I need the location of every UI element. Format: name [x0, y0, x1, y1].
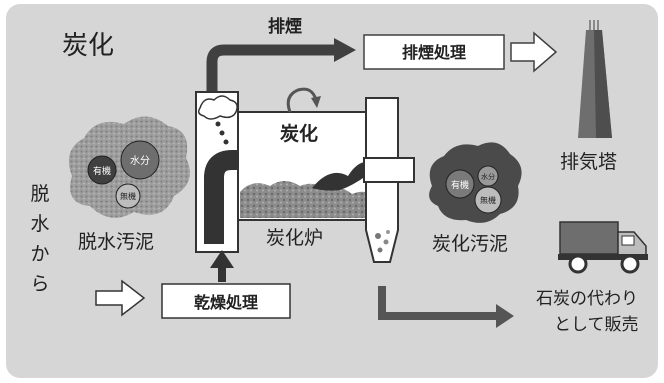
organic-circle-out [445, 169, 475, 199]
vapor-dot [215, 121, 221, 127]
dewatered-sludge-label: 脱水汚泥 [78, 231, 154, 253]
dewatered-from-label: 脱水から [30, 183, 49, 295]
coal-substitute-line2: として販売 [554, 315, 639, 335]
exhaust-treatment-box [363, 34, 505, 70]
falling-char-particles [375, 230, 390, 253]
diagram-title: 炭化 [62, 31, 114, 61]
chimney-icon [578, 20, 612, 138]
recirculation-arrowhead [311, 96, 321, 108]
input-arrow [95, 279, 146, 317]
output-arrow [378, 286, 498, 320]
sludge-bed [240, 181, 380, 218]
inorganic-circle-out [474, 186, 502, 214]
chimney-label: 排気塔 [560, 151, 617, 173]
inorganic-label-out: 無機 [480, 195, 496, 205]
water-label-out: 水分 [481, 172, 495, 181]
vapor-dot [219, 130, 225, 136]
drying-process-box [161, 283, 291, 319]
organic-label: 有機 [93, 165, 111, 177]
exhaust-smoke-label: 排煙 [268, 16, 302, 37]
to-chimney-arrow [510, 31, 558, 73]
recirculation-arrow-icon [286, 87, 318, 113]
outlet-port [363, 157, 415, 183]
vapor-dot [223, 139, 229, 145]
exhaust-flow-arrowhead [334, 38, 356, 62]
sludge-inlet-pipe [204, 150, 262, 244]
exhaust-flow-arrow [206, 44, 336, 96]
water-circle-out [477, 165, 499, 187]
output-arrowhead [496, 304, 514, 328]
water-label: 水分 [130, 155, 150, 167]
water-circle [120, 140, 160, 180]
flame-icon [312, 161, 370, 191]
carbonization-label: 炭化 [280, 122, 318, 145]
organic-label-out: 有機 [451, 179, 469, 191]
drying-process-label: 乾燥処理 [194, 293, 258, 312]
carbonized-sludge-label: 炭化汚泥 [432, 233, 508, 255]
drying-up-arrowhead [210, 250, 234, 268]
coal-substitute-line1: 石炭の代わり [536, 289, 638, 309]
inorganic-label: 無機 [120, 191, 136, 201]
exhaust-treatment-label: 排煙処理 [402, 43, 466, 62]
truck-icon [558, 221, 648, 274]
inorganic-circle [115, 183, 141, 209]
organic-circle [87, 155, 117, 185]
furnace-label: 炭化炉 [266, 227, 323, 249]
vapor-cloud-icon [197, 95, 238, 120]
